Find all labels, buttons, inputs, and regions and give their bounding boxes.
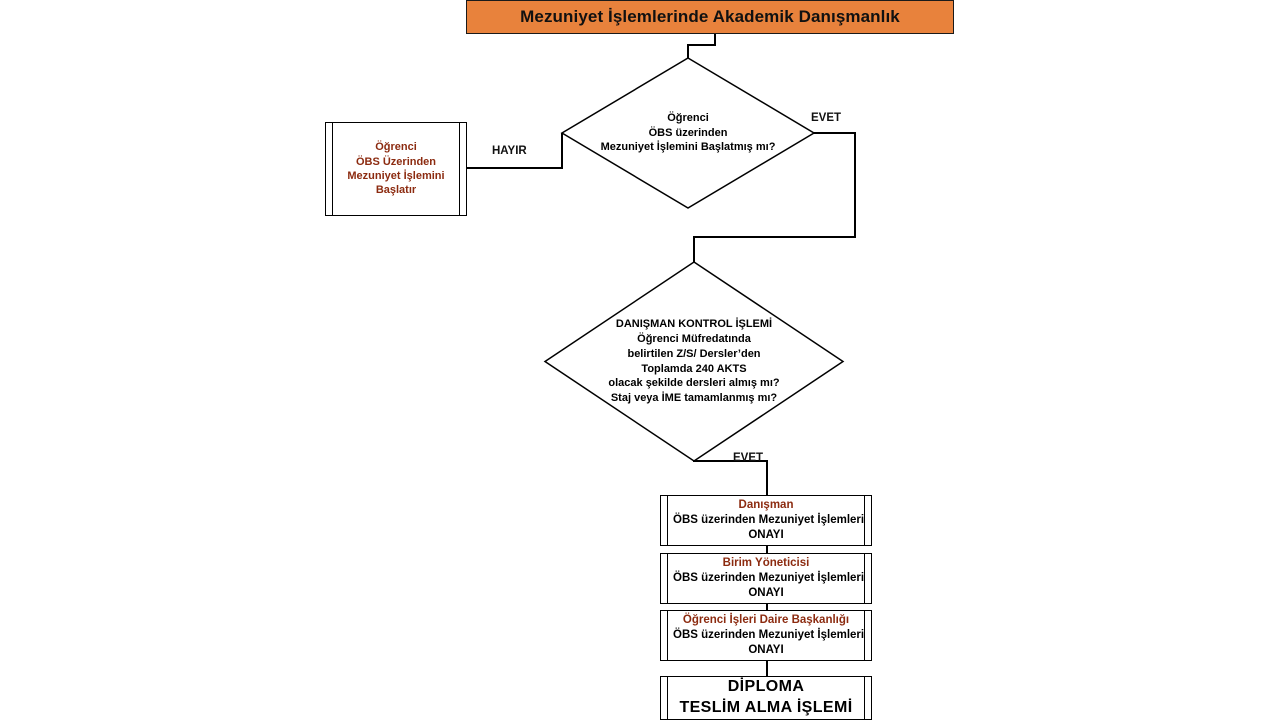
node-approval-advisor-text: Danışman ÖBS üzerinden Mezuniyet İşlemle… [661,498,871,543]
node-approval-advisor-line-1: ÖBS üzerinden Mezuniyet İşlemleri [673,514,865,527]
edge-label-evet-advisor-check: EVET [733,452,764,464]
node-approval-advisor[interactable]: Danışman ÖBS üzerinden Mezuniyet İşlemle… [660,495,872,546]
node-diploma-delivery-line-1: DİPLOMA [727,678,805,696]
wire-title-to-decision1 [687,34,716,58]
node-diploma-delivery-line-2: TESLİM ALMA İŞLEMİ [679,699,853,716]
node-approval-advisor-line-2: ONAYI [748,528,784,541]
node-diploma-delivery[interactable]: DİPLOMA TESLİM ALMA İŞLEMİ [660,676,872,720]
node-diploma-delivery-text: DİPLOMA TESLİM ALMA İŞLEMİ [661,677,871,719]
wire-decision2-evet-to-approval1 [693,460,768,495]
node-approval-advisor-heading: Danışman [738,499,794,512]
node-student-start-line-4: Başlatır [375,184,417,197]
node-decision-advisor-check[interactable]: DANIŞMAN KONTROL İŞLEMİ Öğrenci Müfredat… [543,261,845,462]
node-approval-registrar-text: Öğrenci İşleri Daire Başkanlığı ÖBS üzer… [661,613,871,658]
node-student-start-line-1: Öğrenci [375,141,417,154]
node-approval-registrar-line-1: ÖBS üzerinden Mezuniyet İşlemleri [673,629,865,642]
page-title: Mezuniyet İşlemlerinde Akademik Danışman… [466,0,954,34]
node-student-start[interactable]: Öğrenci ÖBS Üzerinden Mezuniyet İşlemini… [325,122,467,216]
edge-label-evet-started: EVET [811,112,842,124]
node-approval-unit-manager-line-1: ÖBS üzerinden Mezuniyet İşlemleri [673,572,865,585]
node-approval-registrar[interactable]: Öğrenci İşleri Daire Başkanlığı ÖBS üzer… [660,610,872,661]
node-approval-unit-manager-line-2: ONAYI [748,586,784,599]
node-student-start-line-2: ÖBS Üzerinden [355,155,437,168]
node-approval-unit-manager-text: Birim Yöneticisi ÖBS üzerinden Mezuniyet… [661,556,871,601]
decision-advisor-check-shape [543,261,845,462]
node-approval-registrar-line-2: ONAYI [748,643,784,656]
node-student-start-text: Öğrenci ÖBS Üzerinden Mezuniyet İşlemini… [326,140,466,197]
decision-started-shape [560,57,816,209]
edge-label-hayir: HAYIR [492,145,527,157]
node-approval-registrar-heading: Öğrenci İşleri Daire Başkanlığı [682,614,850,627]
node-approval-unit-manager-heading: Birim Yöneticisi [722,557,810,570]
node-student-start-line-3: Mezuniyet İşlemini [347,170,445,182]
node-decision-started[interactable]: Öğrenci ÖBS üzerinden Mezuniyet İşlemini… [560,57,816,209]
node-approval-unit-manager[interactable]: Birim Yöneticisi ÖBS üzerinden Mezuniyet… [660,553,872,604]
page-title-text: Mezuniyet İşlemlerinde Akademik Danışman… [520,7,900,26]
